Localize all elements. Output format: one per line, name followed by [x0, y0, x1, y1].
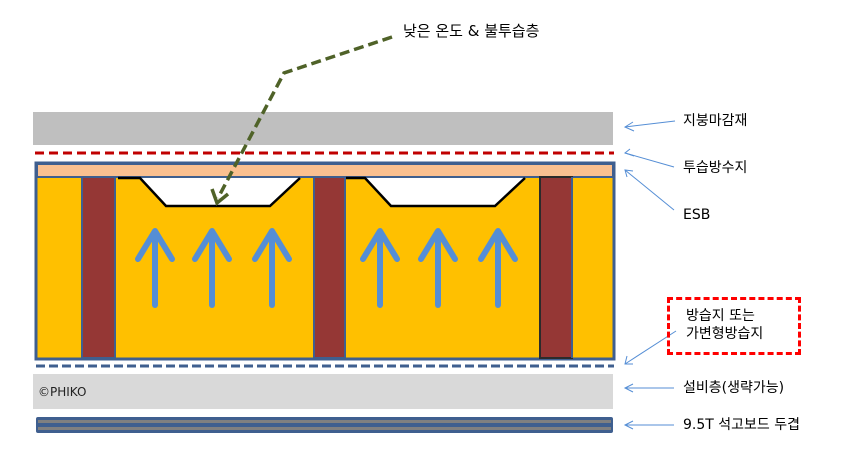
callout-title: 낮은 온도 & 불투습층	[403, 22, 540, 40]
heat-flow-arrows	[135, 228, 518, 308]
stud	[81, 176, 116, 359]
up-arrow-icon	[360, 228, 400, 308]
label-roof-finish: 지붕마감재	[683, 113, 748, 129]
roof-finish-layer	[33, 112, 613, 145]
up-arrow-icon	[192, 228, 232, 308]
label-pointers	[624, 120, 677, 426]
gypsum-board-layer	[36, 417, 613, 433]
callout-arrow	[210, 35, 393, 206]
service-layer	[33, 374, 613, 409]
air-gap-edge	[346, 176, 526, 208]
label-vapor-barrier-line1: 방습지 또는	[686, 308, 755, 324]
label-esb: ESB	[683, 207, 711, 223]
pointer-esb	[624, 169, 675, 211]
up-arrow-icon	[478, 228, 518, 308]
label-vapor-barrier-line2: 가변형방습지	[686, 326, 764, 342]
watermark: ©PHIKO	[38, 385, 87, 399]
stud	[539, 176, 573, 359]
air-gap	[346, 178, 525, 206]
label-vapor-barrier: 방습지 또는 가변형방습지	[686, 307, 763, 343]
label-service-layer: 설비층(생략가능)	[683, 380, 785, 396]
up-arrow-icon	[252, 228, 292, 308]
air-gap	[118, 178, 300, 206]
esb-layer	[36, 163, 614, 178]
up-arrow-icon	[418, 228, 458, 308]
label-gypsum: 9.5T 석고보드 두겹	[683, 417, 800, 433]
label-membrane: 투습방수지	[683, 160, 748, 176]
air-gap-edge	[118, 176, 301, 208]
pointer-roof-finish	[624, 120, 676, 128]
up-arrow-icon	[135, 228, 175, 308]
vapor-barrier-note-box	[667, 297, 801, 355]
stud	[313, 176, 346, 359]
